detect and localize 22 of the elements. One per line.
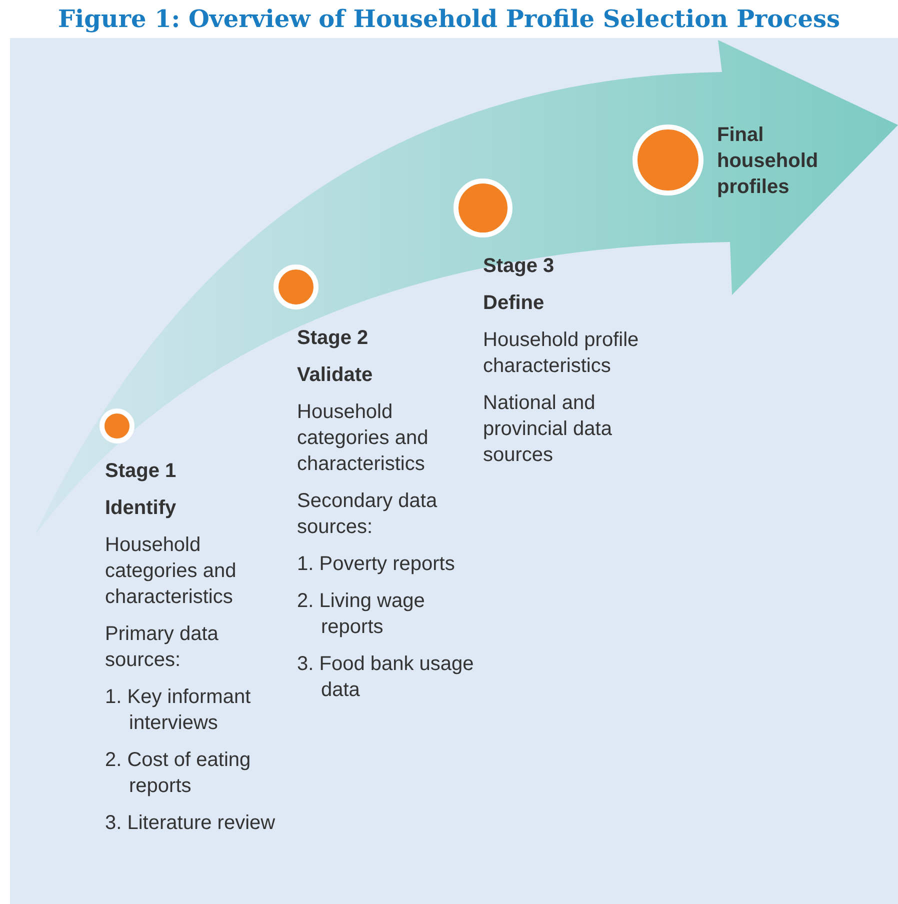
description-text: National and provincial data sources [483,391,613,468]
stage-heading: Validate [297,363,374,388]
list-item: 2. Cost of eating reports [105,748,252,799]
list-item: 2. Living wage reports [297,589,426,640]
list-item: 3. Food bank usage data [297,652,475,703]
description-text: Primary data sources: [105,622,220,673]
stage-heading: Final household profiles [717,123,820,200]
list-item: 3. Literature review [105,811,276,836]
stage-heading: Stage 3 [483,254,556,279]
stage-heading: Identify [105,496,178,521]
stage-heading: Define [483,291,546,316]
list-item: 1. Poverty reports [297,552,456,577]
description-text: Household categories and characteristics [297,400,430,477]
list-item: 1. Key informant interviews [105,685,252,736]
description-text: Secondary data sources: [297,489,438,540]
stage-heading: Stage 2 [297,326,370,351]
description-text: Household categories and characteristics [105,533,238,610]
stage-heading: Stage 1 [105,459,178,484]
figure-title: Figure 1: Overview of Household Profile Selection Process [56,4,842,33]
stage-marker [274,264,318,310]
stage-marker [100,408,134,444]
description-text: Household profile characteristics [483,328,640,379]
